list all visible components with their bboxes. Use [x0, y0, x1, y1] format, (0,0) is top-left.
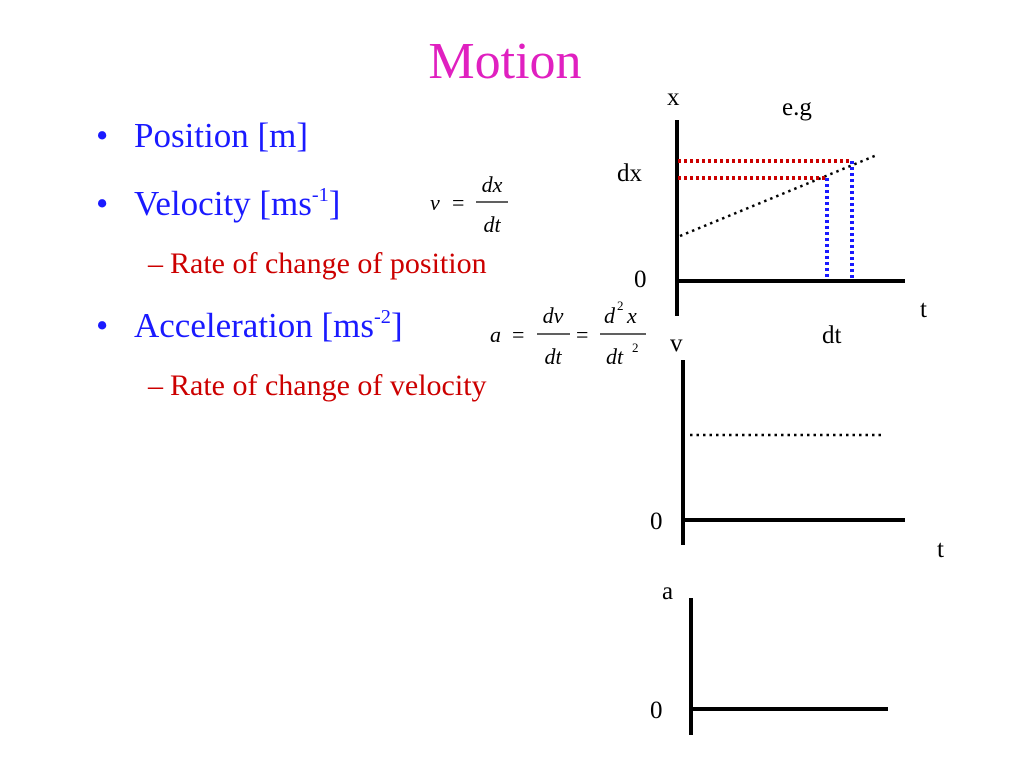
eq-a-equals-1: = — [512, 322, 524, 347]
eq-a-lhs: a — [490, 322, 501, 347]
bullet-velocity: • Velocity [ms-1] — [96, 183, 340, 225]
eq-v-numerator: dx — [482, 172, 503, 197]
eq-v-equals: = — [452, 190, 464, 215]
acceleration-y-label: a — [662, 578, 674, 605]
bullet-text: Acceleration [ms — [134, 306, 375, 345]
bullet-superscript: -2 — [374, 305, 391, 328]
position-origin-label: 0 — [634, 266, 647, 293]
dt-label: dt — [822, 322, 842, 349]
velocity-x-label: t — [937, 536, 944, 563]
acceleration-graph — [689, 598, 888, 735]
sub-bullet-text: Rate of change of position — [170, 247, 487, 280]
eq-a-num1: dv — [543, 303, 564, 328]
bullet-text-end: ] — [390, 306, 403, 345]
eq-a-num2-x: x — [626, 303, 637, 328]
bullet-dot: • — [96, 306, 109, 345]
eq-v-lhs: v — [430, 190, 440, 215]
velocity-origin-label: 0 — [650, 508, 663, 535]
position-y-label: x — [667, 84, 680, 111]
eq-a-num2-sup: 2 — [617, 298, 624, 313]
eq-a-den1: dt — [544, 344, 562, 369]
eq-a-equals-2: = — [576, 322, 588, 347]
velocity-y-label: v — [670, 330, 683, 357]
acceleration-origin-label: 0 — [650, 697, 663, 724]
sub-bullet-velocity: –Rate of change of velocity — [148, 368, 487, 404]
example-label: e.g — [782, 94, 812, 121]
bullet-dot: • — [96, 116, 109, 155]
sub-bullet-dash: – — [148, 369, 163, 402]
acceleration-equation: a = dv dt = d 2 x dt 2 — [490, 298, 646, 369]
bullet-superscript: -1 — [311, 183, 329, 206]
position-graph — [675, 120, 905, 316]
bullet-acceleration: • Acceleration [ms-2] — [96, 305, 403, 347]
bullet-dot: • — [96, 184, 109, 223]
sub-bullet-dash: – — [148, 247, 163, 280]
velocity-equation: v = dx dt — [430, 172, 508, 237]
eq-a-den2: dt — [606, 344, 624, 369]
bullet-text: Position [m] — [134, 116, 309, 155]
bullet-text-end: ] — [328, 184, 341, 223]
bullet-text: Velocity [ms — [134, 184, 312, 223]
sub-bullet-position: –Rate of change of position — [148, 246, 487, 282]
page-title: Motion — [428, 33, 582, 90]
eq-a-den2-sup: 2 — [632, 340, 639, 355]
sub-bullet-text: Rate of change of velocity — [170, 369, 487, 402]
position-line — [679, 153, 878, 238]
dx-label: dx — [617, 160, 642, 187]
eq-a-num2-d: d — [604, 303, 616, 328]
bullet-position: • Position [m] — [96, 115, 308, 157]
velocity-graph — [681, 360, 905, 545]
position-x-label: t — [920, 296, 927, 323]
eq-v-denominator: dt — [483, 212, 501, 237]
